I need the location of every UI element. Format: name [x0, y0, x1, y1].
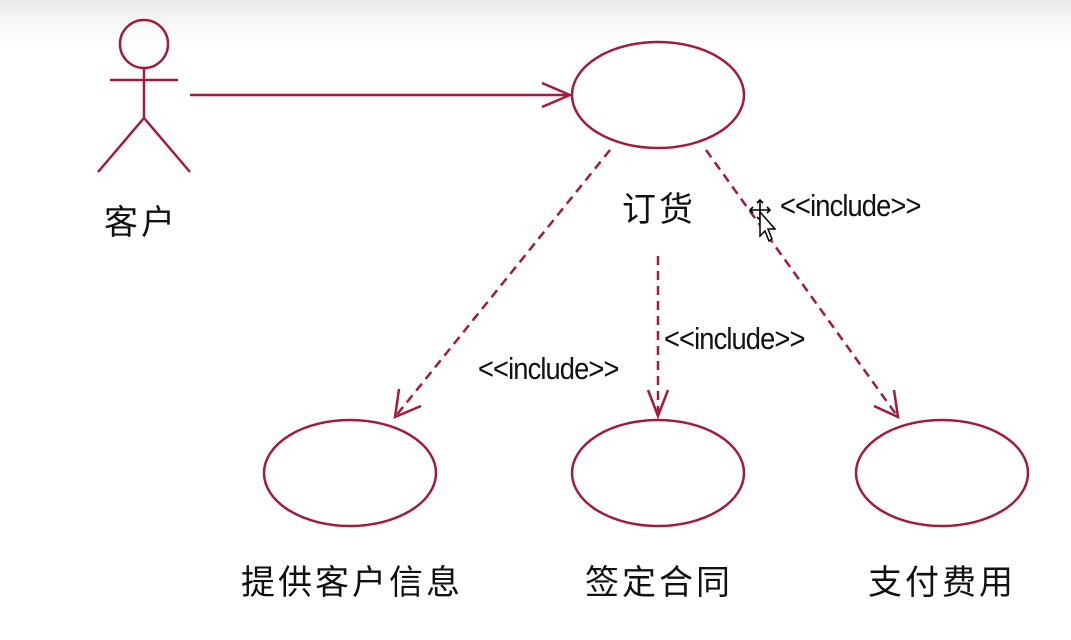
include-label-provide-info: <<include>>: [478, 351, 619, 386]
actor-icon[interactable]: [97, 18, 191, 173]
use-case-provide-info-label: 提供客户信息: [241, 563, 463, 603]
use-case-sign-contract-label: 签定合同: [585, 563, 733, 603]
use-case-order-label: 订货: [622, 190, 696, 230]
actor-head: [118, 18, 170, 70]
use-case-pay-fee-ellipse[interactable]: [854, 418, 1030, 528]
use-case-sign-contract-ellipse[interactable]: [570, 418, 746, 528]
include-arrow-pay-fee[interactable]: [704, 149, 900, 420]
actor-label: 客户: [104, 203, 178, 243]
actor-left-leg: [97, 117, 145, 173]
include-label-sign-contract: <<include>>: [664, 321, 805, 356]
use-case-provide-info-ellipse[interactable]: [262, 418, 438, 528]
include-arrow-sign-contract[interactable]: [646, 256, 670, 420]
actor-right-leg: [143, 117, 191, 173]
move-cursor-icon: [748, 198, 776, 243]
association-arrow[interactable]: [190, 81, 574, 109]
use-case-pay-fee-label: 支付费用: [868, 563, 1016, 603]
include-label-pay-fee: <<include>>: [780, 188, 921, 223]
use-case-order-ellipse[interactable]: [570, 40, 746, 150]
include-arrow-provide-info[interactable]: [393, 149, 611, 420]
